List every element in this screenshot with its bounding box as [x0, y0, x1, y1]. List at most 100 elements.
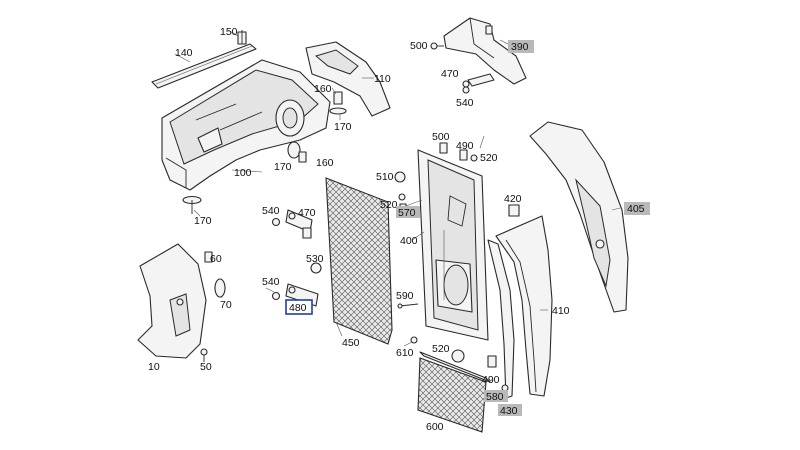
svg-text:170: 170 — [194, 215, 212, 227]
svg-text:590: 590 — [396, 290, 414, 302]
svg-text:520: 520 — [432, 343, 450, 355]
link-part-470a — [462, 73, 495, 88]
label-150: 150 — [220, 26, 238, 38]
washer-part-70 — [214, 278, 226, 298]
flare-part-405 — [529, 121, 629, 313]
washer-part-170b — [287, 141, 301, 159]
svg-text:390: 390 — [511, 41, 529, 53]
svg-text:480: 480 — [289, 302, 307, 314]
strip-part-140 — [151, 43, 257, 89]
grommet-part-510 — [394, 171, 406, 183]
strip-part-410 — [495, 215, 553, 397]
svg-text:540: 540 — [262, 276, 280, 288]
label-590: 590 — [396, 290, 414, 302]
mesh-panel-part-450 — [325, 177, 393, 345]
svg-text:510: 510 — [376, 171, 394, 183]
grommet-part-520c — [451, 349, 465, 363]
bracket-part-390 — [443, 17, 527, 85]
label-405: 405 — [624, 202, 650, 215]
svg-text:170: 170 — [274, 161, 292, 173]
label-540c: 540 — [262, 276, 280, 288]
label-170a: 170 — [334, 121, 352, 133]
label-450: 450 — [342, 337, 360, 349]
pillar-part-10 — [137, 243, 207, 359]
label-10: 10 — [148, 361, 160, 373]
label-520b: 520 — [380, 199, 398, 211]
label-490b: 490 — [482, 374, 500, 386]
svg-text:140: 140 — [175, 47, 193, 59]
label-160a: 160 — [314, 83, 332, 95]
clip-part-150 — [237, 30, 247, 45]
svg-text:420: 420 — [504, 193, 522, 205]
label-100: 100 — [234, 167, 252, 179]
label-50: 50 — [200, 361, 212, 373]
rear-panel-part-100 — [161, 59, 331, 191]
label-480-selected[interactable]: 480 — [285, 299, 313, 315]
svg-text:540: 540 — [456, 97, 474, 109]
svg-text:410: 410 — [552, 305, 570, 317]
label-110: 110 — [374, 73, 391, 85]
svg-text:530: 530 — [306, 253, 324, 265]
svg-text:10: 10 — [148, 361, 160, 373]
screw-part-540a — [462, 86, 470, 94]
label-510: 510 — [376, 171, 394, 183]
screw-part-50 — [200, 348, 208, 362]
svg-text:470: 470 — [298, 207, 316, 219]
svg-text:450: 450 — [342, 337, 360, 349]
svg-text:60: 60 — [210, 253, 222, 265]
panel-part-400 — [417, 149, 489, 341]
svg-text:400: 400 — [400, 235, 418, 247]
label-140: 140 — [175, 47, 193, 59]
label-520c: 520 — [432, 343, 450, 355]
label-580: 580 — [484, 390, 508, 403]
label-500a: 500 — [410, 40, 428, 52]
clip-part-420 — [508, 204, 520, 217]
grille-part-600 — [417, 351, 491, 433]
svg-text:405: 405 — [627, 203, 645, 215]
label-70: 70 — [220, 299, 232, 311]
svg-text:570: 570 — [398, 207, 416, 219]
screw-part-610 — [410, 336, 418, 344]
label-470b: 470 — [298, 207, 316, 219]
label-470a: 470 — [441, 68, 459, 80]
svg-text:160: 160 — [314, 83, 332, 95]
screw-part-520a — [470, 154, 478, 162]
label-540a: 540 — [456, 97, 474, 109]
label-420: 420 — [504, 193, 522, 205]
svg-text:50: 50 — [200, 361, 212, 373]
svg-text:430: 430 — [500, 405, 518, 417]
clip-part-490a — [459, 149, 468, 161]
label-390: 390 — [508, 40, 534, 53]
leader-lines — [174, 29, 621, 347]
svg-text:520: 520 — [380, 199, 398, 211]
washer-part-170c — [182, 195, 202, 214]
label-610: 610 — [396, 347, 414, 359]
svg-text:490: 490 — [456, 140, 474, 152]
washer-part-530b — [310, 262, 322, 274]
svg-text:160: 160 — [316, 157, 334, 169]
fastener-part-160b — [298, 151, 307, 163]
clip-part-490b — [487, 355, 497, 368]
washer-part-170a — [329, 107, 347, 115]
svg-text:470: 470 — [441, 68, 459, 80]
label-490a: 490 — [456, 140, 474, 152]
label-520a: 520 — [480, 152, 498, 164]
svg-text:70: 70 — [220, 299, 232, 311]
screw-part-520b — [398, 193, 406, 201]
clip-part-60 — [204, 251, 213, 263]
label-400: 400 — [400, 235, 418, 247]
label-600: 600 — [426, 421, 444, 433]
strip-part-430 — [487, 239, 515, 399]
clip-part-530 — [302, 227, 312, 239]
label-530: 530 — [306, 253, 324, 265]
screw-part-590 — [397, 303, 419, 309]
trim-part-110 — [305, 41, 391, 117]
svg-text:600: 600 — [426, 421, 444, 433]
label-170c: 170 — [194, 215, 212, 227]
screw-part-540c — [271, 291, 281, 301]
svg-text:150: 150 — [220, 26, 238, 38]
label-570: 570 — [396, 206, 420, 219]
label-540b: 540 — [262, 205, 280, 217]
fastener-part-160a — [333, 91, 343, 105]
